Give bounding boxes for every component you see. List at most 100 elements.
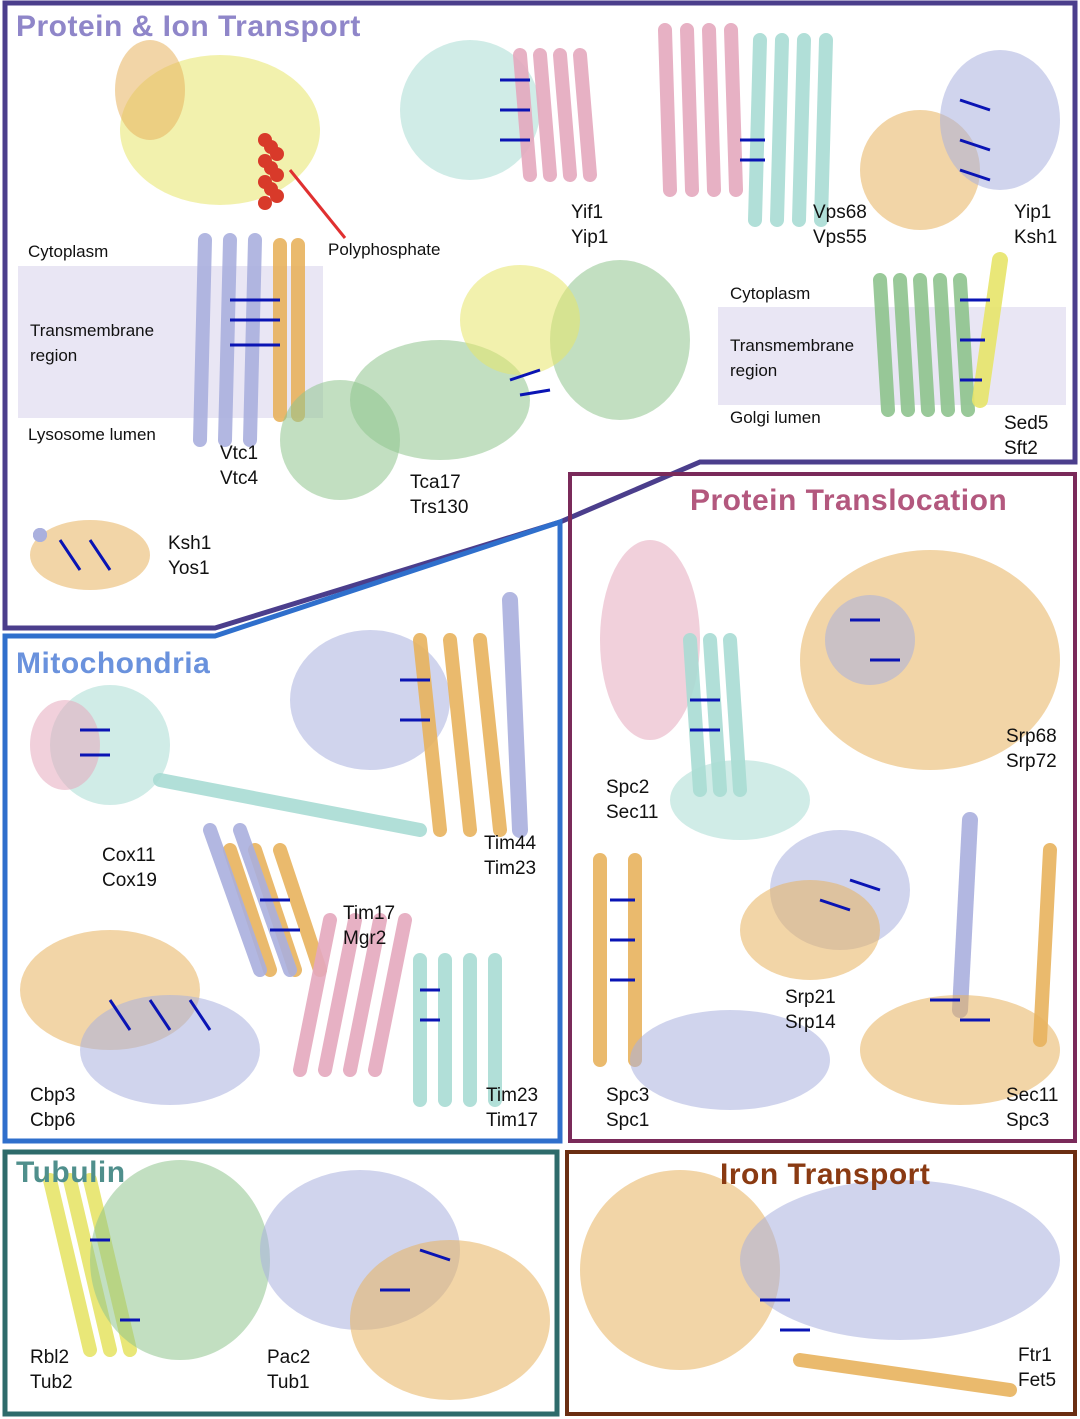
label-transmembrane-right: Transmembrane region — [730, 336, 855, 380]
pac-crosslink — [419, 1248, 451, 1262]
sft2-helix — [972, 252, 1008, 408]
tca-crosslink — [519, 388, 551, 397]
cbp6 — [80, 995, 260, 1105]
polyphosphate-sphere — [270, 168, 284, 182]
label-cytoplasm-right: Cytoplasm — [730, 284, 811, 303]
yip-blue — [940, 50, 1060, 190]
tub1 — [350, 1240, 550, 1400]
yip1-helix — [513, 48, 537, 182]
section-title-iron: Iron Transport — [720, 1158, 931, 1191]
panel-border-translocation — [568, 472, 1077, 1143]
panel-border-mitochondria — [2, 518, 563, 1144]
cbp-crosslink — [188, 999, 212, 1031]
sec11-c-body — [860, 995, 1060, 1105]
tim23-b-helix — [293, 913, 337, 1077]
label-polyphosphate: Polyphosphate — [328, 240, 441, 259]
srp72 — [825, 595, 915, 685]
spc2 — [600, 540, 700, 740]
srp21-crosslink — [849, 878, 881, 892]
tca17 — [460, 265, 580, 375]
sed5-helix — [913, 273, 935, 417]
yip1-helix — [533, 48, 557, 182]
section-title-translocation: Protein Translocation — [690, 484, 1008, 517]
tca-crosslink — [509, 368, 541, 382]
polyphosphate-pointer — [288, 169, 347, 239]
section-title-tubulin: Tubulin — [16, 1156, 126, 1189]
tim17-a-helix — [273, 843, 327, 977]
trs130-right — [550, 260, 690, 420]
yip-crosslink — [959, 138, 991, 152]
sed5-helix — [893, 273, 915, 417]
vps68-helix — [680, 23, 699, 197]
tim44 — [290, 630, 450, 770]
sec11-b — [670, 760, 810, 840]
cbp-crosslink — [148, 999, 172, 1031]
tim23-a-helix — [443, 633, 477, 837]
ksh-body — [30, 520, 150, 590]
trs130-mid — [350, 340, 530, 460]
yif-body — [400, 40, 540, 180]
yip1-helix — [573, 48, 597, 182]
srp14 — [740, 880, 880, 980]
tim23-a-helix — [473, 633, 507, 837]
spc3-sheet — [630, 1010, 830, 1110]
spc3-c-helix — [1033, 843, 1057, 1047]
tim23-b-helix — [318, 913, 362, 1077]
vps55-helix — [770, 33, 789, 227]
rbl2-helix — [43, 1173, 97, 1357]
rbl2-helix — [63, 1173, 117, 1357]
vtc-cap — [115, 40, 185, 140]
cox-long-helix — [153, 773, 427, 837]
label-lysosome: Lysosome lumen — [28, 425, 156, 444]
sec11-a-helix — [683, 633, 707, 797]
vps55-helix — [814, 33, 833, 227]
tub2 — [90, 1160, 270, 1360]
cbp-crosslink — [108, 999, 132, 1031]
sed5-helix — [953, 273, 975, 417]
vps68-helix — [658, 23, 677, 197]
ftr1 — [740, 1180, 1060, 1340]
label-cytoplasm-left: Cytoplasm — [28, 242, 109, 261]
yip-crosslink — [959, 98, 991, 112]
panel-border-protein-ion — [2, 0, 1078, 631]
vtc1-helix — [243, 233, 262, 447]
label-golgi: Golgi lumen — [730, 408, 821, 427]
polyphosphate-sphere — [258, 196, 272, 210]
membrane-band-left — [18, 266, 323, 418]
ksh-crosslink — [58, 539, 82, 571]
section-title-protein-ion: Protein & Ion Transport — [16, 10, 361, 43]
panel-border-iron — [565, 1150, 1077, 1416]
cox19 — [30, 700, 100, 790]
tim17-a-helix — [223, 843, 277, 977]
sed5-helix — [873, 273, 895, 417]
ksh-crosslink — [88, 539, 112, 571]
vps55-helix — [748, 33, 767, 227]
vps68-helix — [702, 23, 721, 197]
section-title-mitochondria: Mitochondria — [16, 647, 211, 680]
vtc1-helix — [218, 233, 237, 447]
fet5-tail — [793, 1353, 1017, 1397]
vps68-helix — [724, 23, 743, 197]
polyphosphate-sphere — [270, 147, 284, 161]
mgr2-helix — [203, 823, 267, 977]
yip-crosslink — [959, 168, 991, 182]
srp21-crosslink — [819, 898, 851, 912]
polyphosphate-sphere — [270, 189, 284, 203]
sed5-helix — [933, 273, 955, 417]
